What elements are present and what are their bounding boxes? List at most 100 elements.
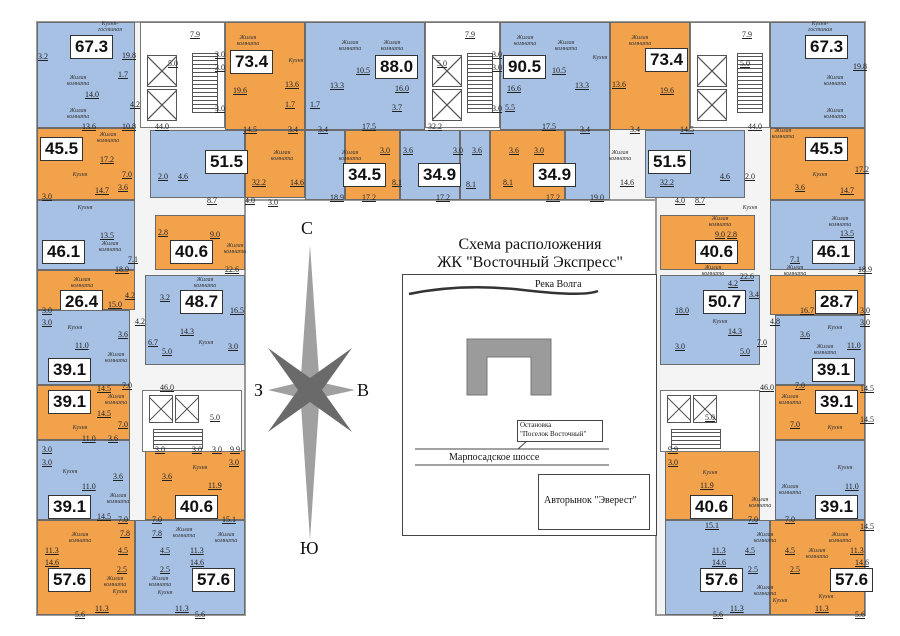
room-type-label: Жилая комната <box>338 150 362 162</box>
elevator-icon <box>697 55 727 87</box>
room-area-dimension: 2.5 <box>790 565 800 574</box>
room-area-dimension: 44.0 <box>155 122 169 131</box>
room-type-label: Жилая комната <box>701 265 725 277</box>
room-area-dimension: 3.6 <box>403 146 413 155</box>
room-area-dimension: 14.5 <box>243 125 257 134</box>
room-type-label: Кухня <box>812 172 828 178</box>
room-area-dimension: 7.0 <box>795 381 805 390</box>
room-area-dimension: 3.0 <box>492 50 502 59</box>
room-area-dimension: 8.7 <box>695 196 705 205</box>
room-type-label: Кухня <box>192 465 208 471</box>
room-area-dimension: 10.8 <box>122 122 136 131</box>
room-area-dimension: 19.8 <box>122 51 136 60</box>
room-type-label: Кухня <box>112 589 128 595</box>
room-area-dimension: 9.0 <box>715 230 725 239</box>
room-area-dimension: 3.4 <box>630 125 640 134</box>
room-area-dimension: 5.0 <box>740 347 750 356</box>
room-area-dimension: 3.4 <box>318 125 328 134</box>
stair-elevator-core <box>690 22 770 128</box>
room-area-dimension: 14.6 <box>855 558 869 567</box>
room-area-dimension: 7.0 <box>757 338 767 347</box>
room-type-label: Жилая комната <box>753 585 777 597</box>
room-type-label: Кухня <box>702 470 718 476</box>
room-area-dimension: 13.6 <box>82 122 96 131</box>
room-area-dimension: 3.0 <box>492 104 502 113</box>
room-area-dimension: 4.2 <box>728 279 738 288</box>
room-area-dimension: 14.5 <box>860 415 874 424</box>
apartment[interactable] <box>225 22 305 130</box>
apartment[interactable] <box>37 520 135 615</box>
room-area-dimension: 1.7 <box>310 100 320 109</box>
mini-building <box>466 338 552 396</box>
room-area-dimension: 19.6 <box>233 86 247 95</box>
room-area-dimension: 3.0 <box>42 445 52 454</box>
apartment-area-label: 57.6 <box>48 568 92 592</box>
room-type-label: Жилая комната <box>236 35 260 47</box>
room-area-dimension: 14.5 <box>860 522 874 531</box>
apartment-area-label: 28.7 <box>815 290 859 314</box>
room-type-label: Жилая комната <box>380 40 404 52</box>
room-type-label: Жилая комната <box>148 576 172 588</box>
room-type-label: Жилая комната <box>828 216 852 228</box>
room-area-dimension: 2.5 <box>160 565 170 574</box>
room-area-dimension: 7.0 <box>118 515 128 524</box>
room-area-dimension: 7.0 <box>118 420 128 429</box>
room-area-dimension: 18.0 <box>675 306 689 315</box>
apartment-area-label: 73.4 <box>230 50 274 74</box>
room-area-dimension: 5.0 <box>437 59 447 68</box>
room-area-dimension: 5.6 <box>75 610 85 619</box>
room-type-label: Кухня <box>62 469 78 475</box>
apartment-area-label: 88.0 <box>375 55 419 79</box>
room-area-dimension: 17.2 <box>436 193 450 202</box>
room-area-dimension: 3.6 <box>118 183 128 192</box>
apartment-area-label: 46.1 <box>42 240 86 264</box>
room-type-label: Жилая комната <box>223 243 247 255</box>
apartment[interactable] <box>135 520 245 615</box>
apartment[interactable] <box>770 520 865 615</box>
river-line <box>408 286 599 296</box>
room-type-label: Жилая комната <box>753 532 777 544</box>
room-area-dimension: 6.7 <box>148 338 158 347</box>
room-area-dimension: 5.5 <box>505 103 515 112</box>
room-area-dimension: 2.8 <box>158 228 168 237</box>
apartment-area-label: 40.6 <box>175 495 219 519</box>
room-area-dimension: 7.8 <box>120 529 130 538</box>
room-area-dimension: 8.7 <box>207 196 217 205</box>
room-type-label: Кухня <box>77 205 93 211</box>
apartment-area-label: 51.5 <box>648 150 692 174</box>
room-area-dimension: 11.3 <box>175 604 189 613</box>
room-area-dimension: 4.0 <box>245 196 255 205</box>
room-area-dimension: 5.0 <box>740 59 750 68</box>
room-type-label: Кухня-гостиная <box>97 21 123 33</box>
room-area-dimension: 3.0 <box>42 192 52 201</box>
room-type-label: Жилая комната <box>270 150 294 162</box>
room-type-label: Жилая комната <box>771 128 795 140</box>
apartment-room <box>565 130 610 200</box>
room-area-dimension: 8.1 <box>503 178 513 187</box>
apartment[interactable] <box>610 22 690 130</box>
room-type-label: Кухня <box>712 319 728 325</box>
room-area-dimension: 3.0 <box>42 318 52 327</box>
apartment[interactable] <box>37 22 135 128</box>
room-type-label: Жилая комната <box>70 277 94 289</box>
room-area-dimension: 2.0 <box>745 172 755 181</box>
room-area-dimension: 3.7 <box>392 103 402 112</box>
elevator-icon <box>175 395 199 423</box>
room-area-dimension: 11.0 <box>75 341 89 350</box>
room-area-dimension: 14.5 <box>97 409 111 418</box>
room-area-dimension: 17.2 <box>362 193 376 202</box>
room-area-dimension: 9.0 <box>210 230 220 239</box>
room-area-dimension: 11.3 <box>95 604 109 613</box>
room-area-dimension: 3.6 <box>795 183 805 192</box>
room-area-dimension: 11.9 <box>700 481 714 490</box>
room-area-dimension: 22.6 <box>740 272 754 281</box>
room-area-dimension: 4.5 <box>745 546 755 555</box>
apartment-area-label: 46.1 <box>812 240 856 264</box>
room-area-dimension: 3.0 <box>215 50 225 59</box>
room-area-dimension: 2.5 <box>748 565 758 574</box>
room-type-label: Кухня <box>67 325 83 331</box>
room-area-dimension: 14.6 <box>45 558 59 567</box>
apartment[interactable] <box>665 520 770 615</box>
room-type-label: Жилая комната <box>708 216 732 228</box>
room-area-dimension: 3.6 <box>108 434 118 443</box>
